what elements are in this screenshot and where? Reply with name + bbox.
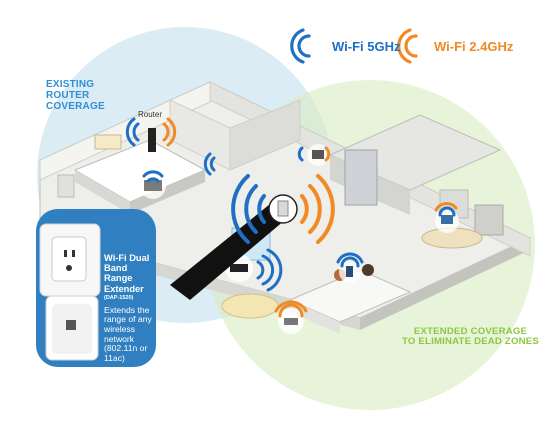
callout-description-line: (802.11n or 11ac): [104, 343, 148, 363]
legend-5ghz-label: Wi-Fi 5GHz: [332, 39, 401, 54]
legend-24ghz-icon: [397, 28, 418, 64]
existing-coverage-line: ROUTER: [46, 89, 90, 101]
wifi-5ghz-signals: [125, 117, 456, 292]
extended-coverage-line: TO ELIMINATE DEAD ZONES: [402, 336, 539, 348]
wifi-24ghz-signals: [162, 117, 458, 318]
existing-coverage-label: EXISTING ROUTER COVERAGE: [46, 79, 105, 112]
extender-callout: [36, 209, 156, 367]
router-icon: [148, 128, 156, 152]
wall-device-icon: [307, 144, 329, 166]
range-extender-icon: [170, 194, 298, 300]
tablet-icon: [435, 209, 459, 233]
extended-coverage-label: EXTENDED COVERAGE TO ELIMINATE DEAD ZONE…: [402, 326, 539, 348]
laptop-icon: [140, 173, 166, 199]
game-console-icon: [278, 308, 304, 334]
callout-description: Extends the range of any wireless networ…: [104, 304, 158, 364]
extender-5ghz-waves: [231, 174, 266, 244]
router-label: Router: [138, 110, 163, 119]
callout-model: (DAP-1520): [104, 294, 134, 301]
extended-coverage-line: EXTENDED COVERAGE: [413, 326, 528, 337]
legend-24ghz-label: Wi-Fi 2.4GHz: [434, 39, 514, 54]
callout-description-line: range of any: [104, 314, 152, 325]
existing-coverage-line: EXISTING: [46, 79, 95, 90]
callout-description-line: Extends the: [104, 304, 150, 315]
existing-coverage-line: COVERAGE: [46, 100, 105, 112]
callout-title-line: Wi-Fi Dual Band: [104, 253, 150, 274]
callout-text: Wi-Fi Dual Band Range Extender (DAP-1520…: [104, 253, 158, 364]
legend-5ghz-icon: [290, 28, 311, 64]
extender-24ghz-waves: [300, 174, 335, 244]
smartphone-icon: [339, 261, 361, 283]
callout-title-line: Range Extender: [104, 273, 144, 294]
kitchen: [328, 114, 504, 236]
callout-description-line: wireless network: [104, 324, 136, 344]
bedroom: [57, 134, 207, 214]
